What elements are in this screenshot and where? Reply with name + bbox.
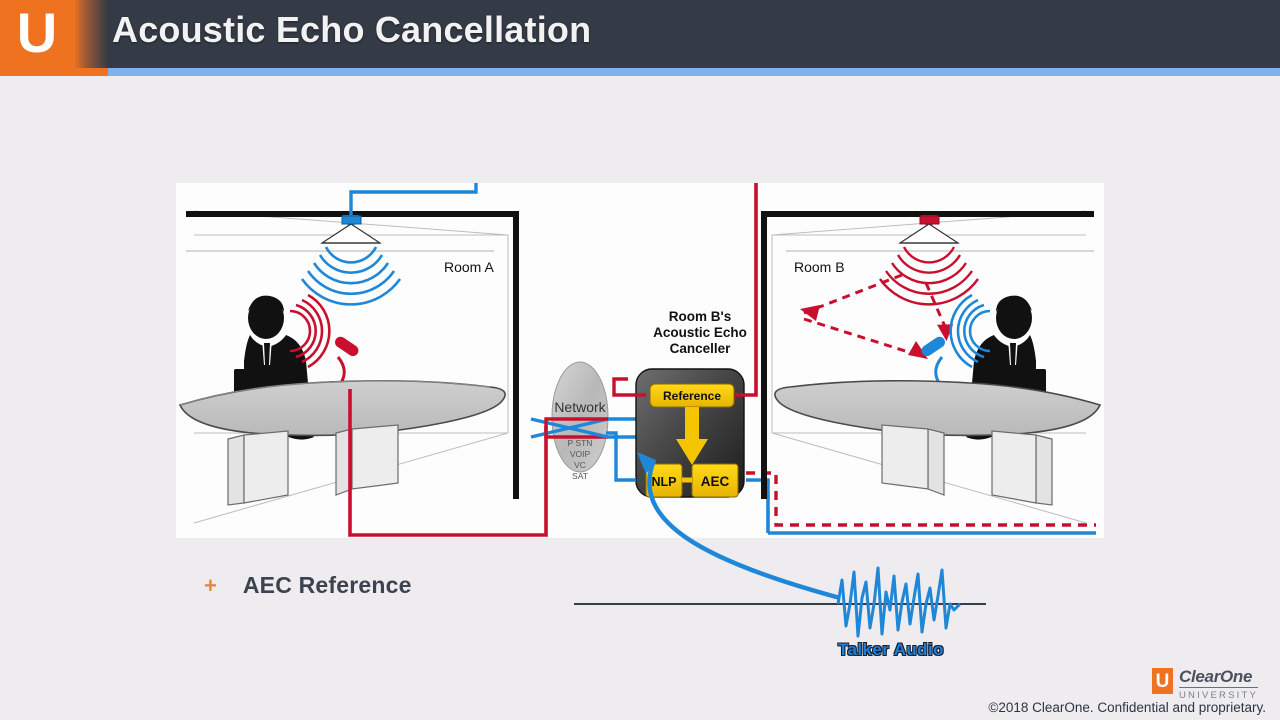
room-b-speaker-waves	[879, 246, 979, 306]
room-a-speaker-waves	[300, 246, 402, 306]
aec-diagram-panel: Room A	[176, 183, 1104, 538]
logo-letter: U	[16, 1, 58, 64]
aec-output-blue	[606, 431, 636, 482]
reference-feed-room-b	[734, 183, 758, 397]
footer-brand-name: ClearOne	[1178, 668, 1258, 688]
room-a-microphone	[327, 336, 359, 388]
room-b-person-shirt	[1008, 339, 1018, 365]
footer-logo-text: ClearOne UNIVERSITY	[1178, 668, 1258, 701]
footer-logo-mark: U	[1151, 668, 1173, 694]
room-b-table	[774, 379, 1102, 506]
aec-nlp-label: NLP	[652, 475, 677, 489]
room-a-table	[178, 379, 506, 506]
aec-caption-line1: Room B's	[669, 309, 731, 324]
talker-audio-waveform	[570, 558, 990, 663]
talker-audio-cable-room-a	[348, 389, 548, 537]
page-title: Acoustic Echo Cancellation	[112, 9, 592, 50]
network-service-3: SAT	[572, 471, 588, 481]
bullet-label: AEC Reference	[242, 572, 412, 598]
header-accent-bar-orange	[0, 68, 108, 76]
room-b-microphone	[921, 336, 953, 388]
aec-aec-label: AEC	[701, 474, 730, 489]
network-link-red-in	[544, 426, 608, 439]
room-a-group: Room A	[178, 183, 548, 537]
bullet-marker-icon: +	[204, 572, 217, 598]
talker-audio-label: Talker Audio	[838, 640, 944, 659]
aec-unit: Room B's Acoustic Echo Canceller Referen…	[635, 309, 747, 498]
room-b-label: Room B	[794, 259, 845, 275]
waveform-trace	[836, 566, 962, 638]
network-service-0: P STN	[568, 438, 593, 448]
header-accent-bar	[0, 68, 1280, 76]
reference-feed-left	[612, 377, 646, 397]
aec-caption-line3: Canceller	[670, 341, 732, 356]
room-b-talker-waves	[949, 293, 991, 369]
network-node: Network P STN VOIP VC SAT	[551, 361, 609, 481]
footer-brand-sub: UNIVERSITY	[1178, 689, 1258, 701]
room-b-ceiling-speaker	[897, 215, 961, 244]
room-a-ceiling-speaker	[319, 215, 383, 244]
aec-internal-arrow	[676, 407, 708, 465]
room-a-talker-waves	[289, 293, 331, 369]
aec-reference-label: Reference	[663, 389, 721, 403]
room-b-group: Room B	[761, 210, 1102, 524]
logo-fade-divider	[74, 0, 108, 68]
bullet-aec-reference: + AEC Reference	[204, 572, 412, 599]
clearone-university-logo-mark: U	[0, 0, 74, 68]
reference-cable-room-a	[349, 183, 478, 217]
room-a-person-shirt	[262, 339, 272, 365]
network-title: Network	[554, 399, 606, 415]
network-service-2: VC	[574, 460, 586, 470]
footer-logo: U ClearOne UNIVERSITY	[1151, 668, 1258, 701]
page-header: U Acoustic Echo Cancellation	[0, 0, 1280, 68]
room-a-label: Room A	[444, 259, 494, 275]
footer-logo-letter: U	[1155, 670, 1170, 692]
network-service-1: VOIP	[570, 449, 591, 459]
copyright-notice: ©2018 ClearOne. Confidential and proprie…	[988, 700, 1266, 715]
aec-caption-line2: Acoustic Echo	[653, 325, 747, 340]
room-b-echo-reflections	[803, 273, 948, 357]
